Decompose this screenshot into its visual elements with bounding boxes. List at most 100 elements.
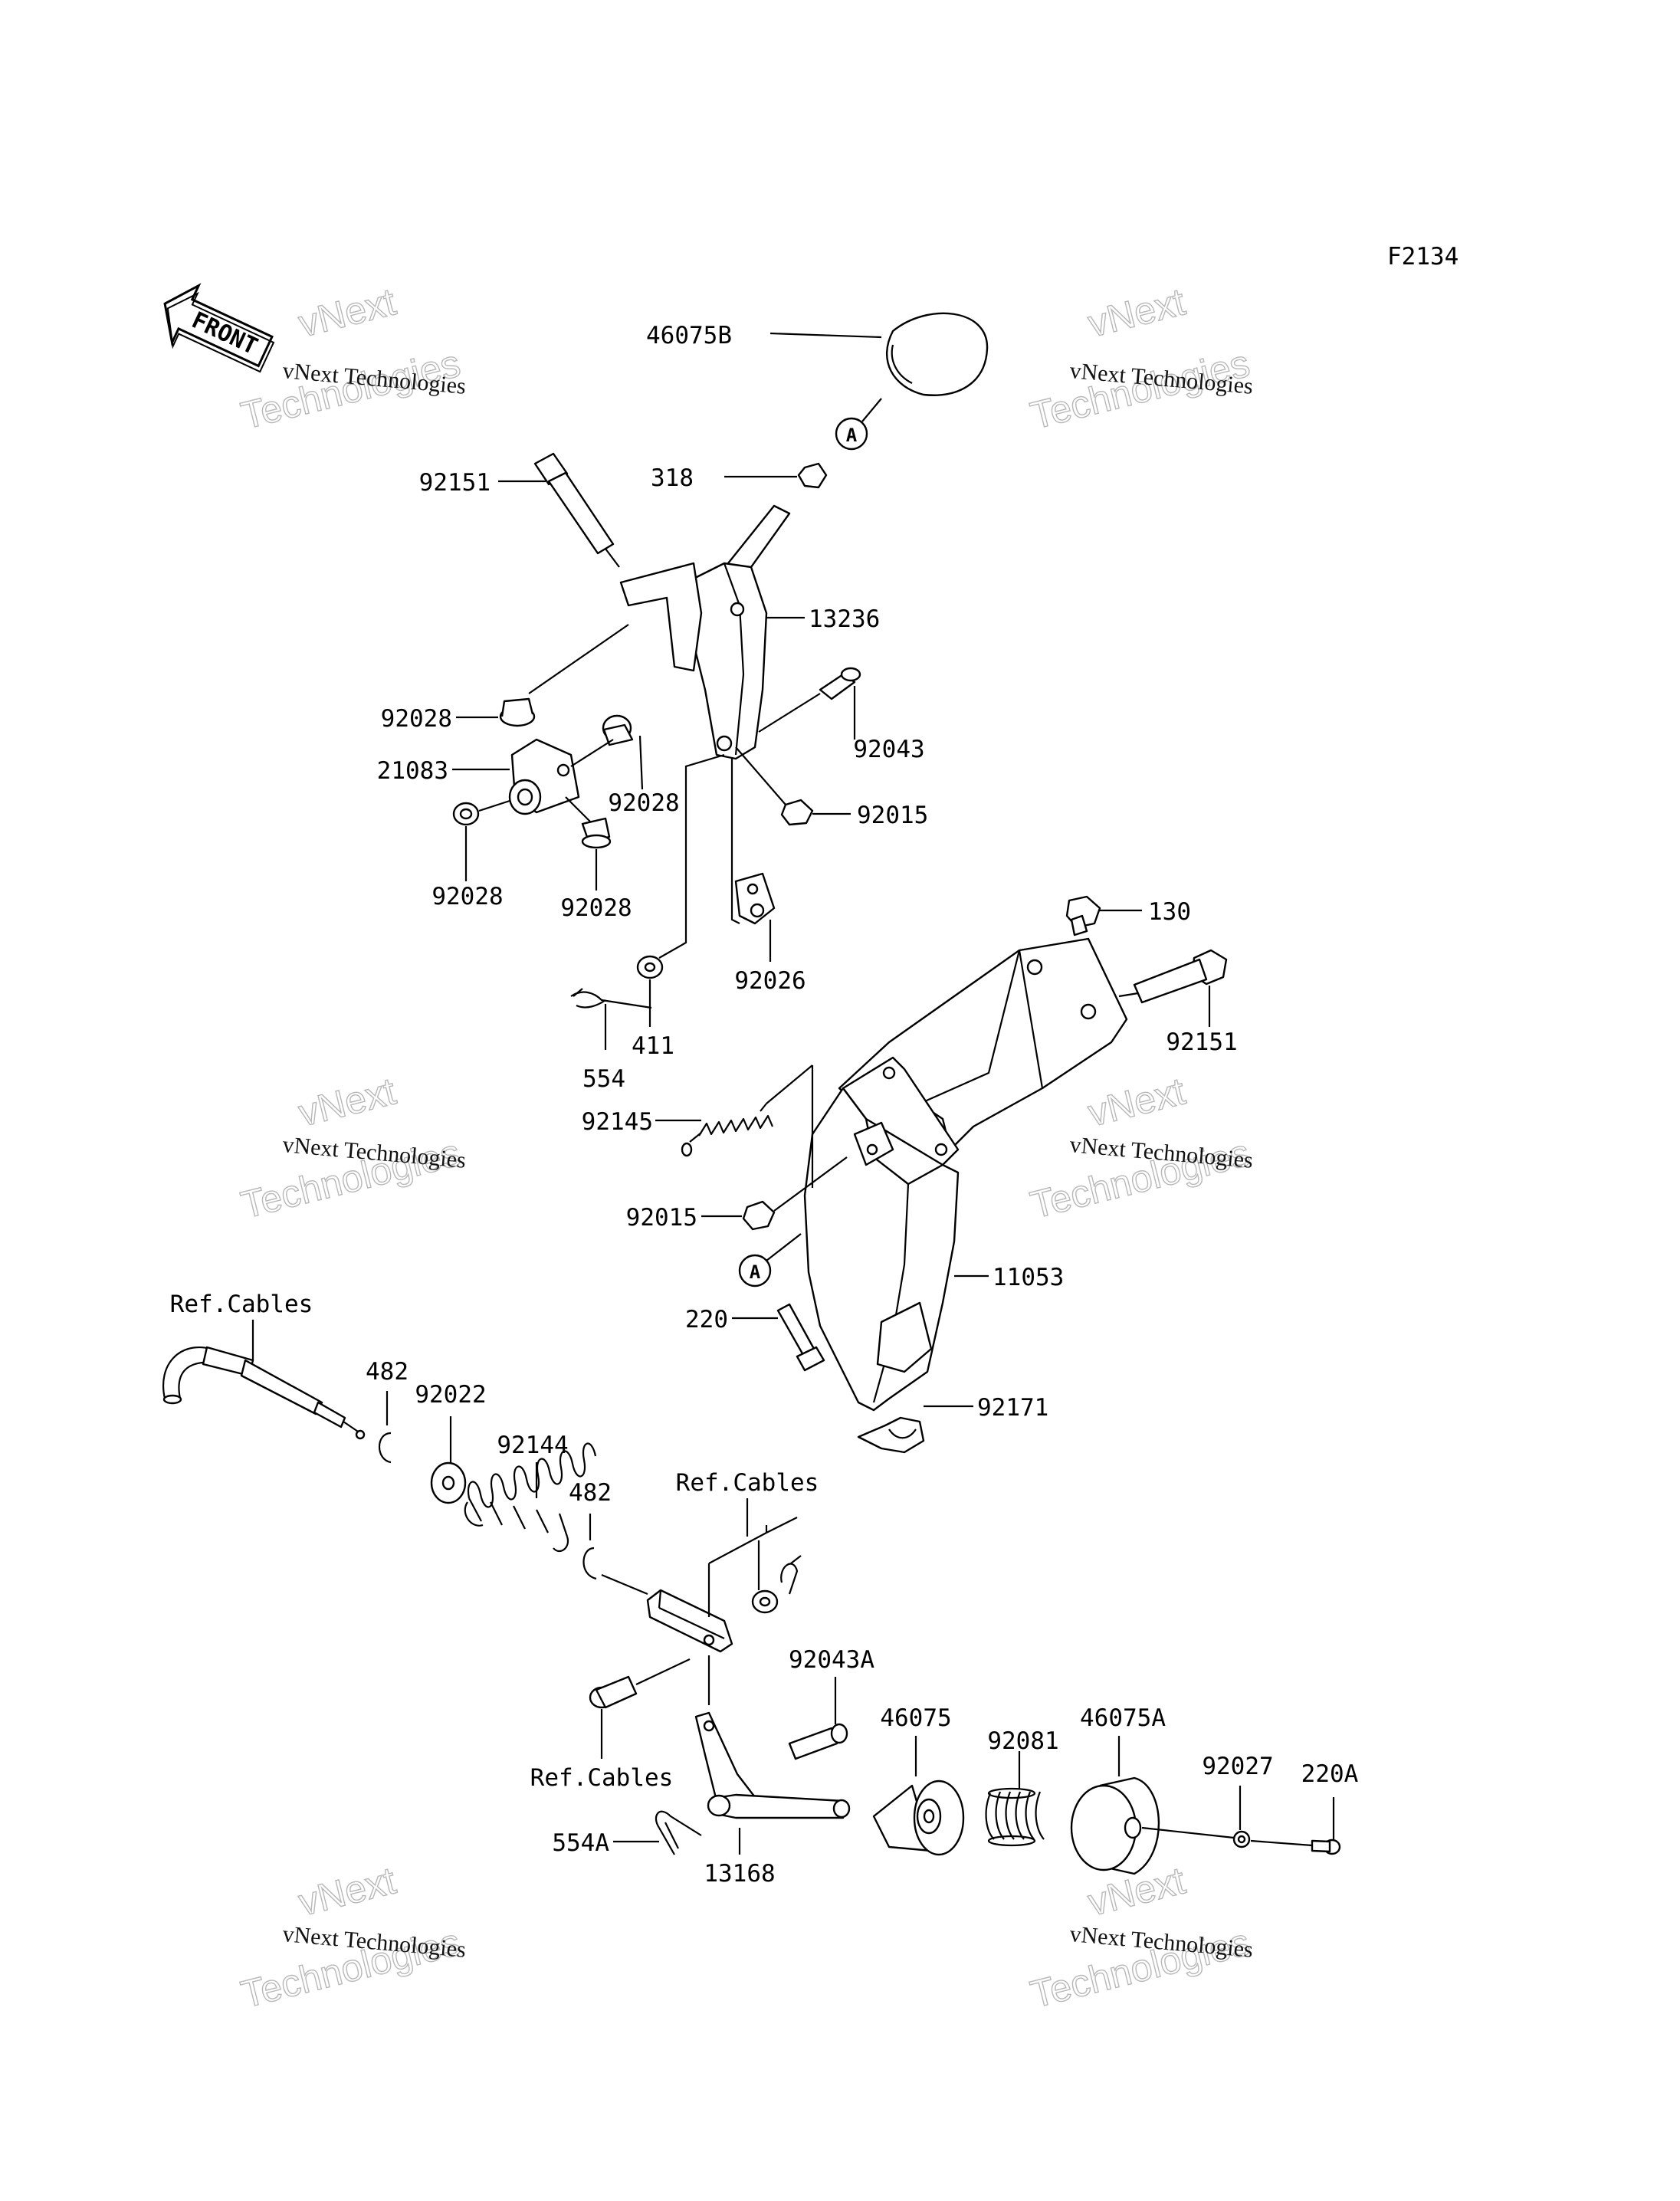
collar-92028-d xyxy=(581,817,612,849)
watermark-bottom-left: vNext Technologies vNext Technologies xyxy=(236,1858,467,2017)
watermark-text-small: vNext xyxy=(1084,280,1189,345)
leader-collar-c-axis xyxy=(478,799,510,812)
watermark-top-left: vNext Technologies vNext Technologies xyxy=(236,280,467,438)
leader-92028-b xyxy=(638,735,644,790)
bracket-11053 xyxy=(803,937,1128,1412)
circlip-482-a xyxy=(379,1432,392,1464)
collar-92028-c xyxy=(452,802,480,826)
label-46075a: 46075A xyxy=(1080,1704,1166,1732)
bolt-92151-top xyxy=(533,452,620,568)
watermark-top-right: vNext Technologies vNext Technologies xyxy=(1025,280,1254,438)
watermark-bottom-right: vNext Technologies vNext Technologies xyxy=(1025,1858,1254,2017)
spring-92081 xyxy=(985,1787,1045,1847)
cotter-pin-554a xyxy=(655,1810,702,1855)
leader-pin-axis xyxy=(758,693,821,733)
spring-92144 xyxy=(464,1442,597,1553)
cable-end xyxy=(162,1346,366,1440)
label-92171: 92171 xyxy=(977,1394,1048,1422)
leader-nut-mid-axis xyxy=(773,1156,848,1212)
label-ref-cables-1: Ref.Cables xyxy=(170,1291,313,1318)
leader-ref-cables-2-b xyxy=(708,1532,767,1564)
leader-lever-down xyxy=(658,753,725,959)
leader-a-mid xyxy=(766,1233,802,1261)
watermark-mid-right: vNext Technologies vNext Technologies xyxy=(1025,1069,1254,1228)
cotter-pin-clevis xyxy=(780,1555,802,1595)
callout-a-mid-text: A xyxy=(750,1261,761,1283)
watermark-mid-left: vNext Technologies vNext Technologies xyxy=(236,1069,467,1228)
label-92043a: 92043A xyxy=(789,1646,874,1674)
circlip-482-b xyxy=(582,1547,597,1580)
label-92028-a: 92028 xyxy=(381,705,452,733)
label-92028-d: 92028 xyxy=(560,894,632,922)
screw-220 xyxy=(776,1303,825,1372)
bolt-130 xyxy=(1065,895,1101,936)
lever-bracket xyxy=(619,562,703,672)
label-92027: 92027 xyxy=(1202,1753,1273,1780)
front-arrow-icon: FRONT xyxy=(163,283,275,373)
collar-92028-a xyxy=(499,697,536,727)
leader-bracket xyxy=(528,624,629,694)
label-130: 130 xyxy=(1148,898,1191,926)
label-92028-b: 92028 xyxy=(608,789,679,817)
label-92015-top: 92015 xyxy=(857,802,928,829)
label-554a: 554A xyxy=(552,1829,609,1857)
washer-92027 xyxy=(1232,1830,1251,1848)
callout-a-top-text: A xyxy=(846,425,858,446)
label-220a: 220A xyxy=(1301,1760,1359,1788)
nut-318 xyxy=(797,462,828,489)
watermark-text-small: vNext xyxy=(1084,1069,1189,1134)
leader-ref-cables-2-d xyxy=(766,1517,798,1533)
label-411: 411 xyxy=(632,1032,674,1060)
leader-clip-axis xyxy=(601,1573,648,1596)
nut-92015-top xyxy=(780,799,814,826)
watermark-text-small: vNext xyxy=(294,280,400,345)
leader-spring-axis xyxy=(766,1064,813,1104)
label-92081: 92081 xyxy=(987,1727,1058,1755)
watermark-text-small: vNext xyxy=(294,1858,400,1924)
leader-a-top xyxy=(861,398,882,422)
pedal-pad-46075 xyxy=(872,1779,965,1856)
cotter-pin-554 xyxy=(570,988,652,1009)
clip-92026 xyxy=(734,872,776,925)
watermark-text-small: vNext xyxy=(294,1069,400,1134)
pin-92043a xyxy=(788,1723,848,1760)
label-92026: 92026 xyxy=(734,967,806,995)
leader-collar-d-axis xyxy=(565,796,591,822)
callout-a-mid xyxy=(738,1254,772,1287)
pedal-arm-13168 xyxy=(694,1711,851,1819)
label-46075b: 46075B xyxy=(646,322,732,349)
leader-washer-axis xyxy=(1250,1839,1313,1847)
leader-46075b xyxy=(769,332,882,339)
bolt-92151-mid xyxy=(1118,949,1228,1004)
washer-92022 xyxy=(430,1461,467,1504)
label-318: 318 xyxy=(651,464,694,492)
label-554: 554 xyxy=(582,1065,625,1093)
washer-clevis-hole xyxy=(759,1596,771,1607)
leader-collar-axis xyxy=(570,739,614,767)
collar-92028-b xyxy=(602,714,634,746)
nut-92015-mid xyxy=(742,1200,776,1231)
block-21083 xyxy=(508,738,580,815)
clevis-pin xyxy=(589,1675,638,1709)
label-13168: 13168 xyxy=(704,1860,775,1888)
clevis xyxy=(646,1589,733,1653)
figure-code: F2134 xyxy=(1387,243,1459,271)
callout-a-top xyxy=(835,417,868,451)
label-92145: 92145 xyxy=(582,1108,653,1136)
leader-pad-axis xyxy=(1141,1826,1235,1839)
label-21083: 21083 xyxy=(377,757,448,785)
pin-92043 xyxy=(819,667,861,700)
spring-92145 xyxy=(681,1103,774,1157)
label-92043: 92043 xyxy=(853,736,924,763)
label-92015-mid: 92015 xyxy=(626,1204,697,1232)
knob-46075b xyxy=(885,312,989,396)
label-482-a: 482 xyxy=(366,1358,409,1386)
label-220: 220 xyxy=(685,1306,728,1333)
lever-13236 xyxy=(688,562,768,760)
label-92151-mid: 92151 xyxy=(1166,1028,1237,1056)
label-13236: 13236 xyxy=(809,605,880,633)
label-46075: 46075 xyxy=(880,1704,951,1732)
label-92144: 92144 xyxy=(497,1432,568,1459)
label-482-b: 482 xyxy=(569,1479,612,1507)
